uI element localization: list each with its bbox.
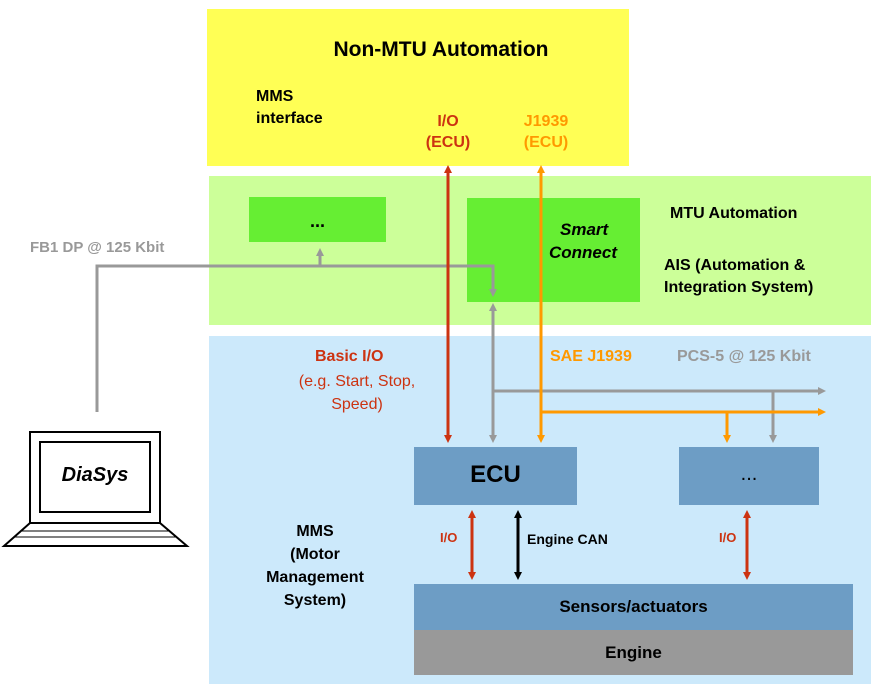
- smart-connect-box: [467, 198, 640, 302]
- mms-label-3: Management: [266, 569, 364, 586]
- engine-box: [414, 630, 853, 675]
- basic-io-sub-2: Speed): [331, 396, 383, 413]
- mms-dots-box: [679, 447, 819, 505]
- io-ecu-label-1: I/O: [437, 113, 459, 130]
- io-ecu-label-2: (ECU): [425, 134, 471, 151]
- sensors-actuators-label: Sensors/actuators: [559, 597, 708, 616]
- mms-label-2: (Motor: [290, 546, 340, 563]
- mms-label-1: MMS: [296, 523, 334, 540]
- sensors-actuators-box: [414, 584, 853, 630]
- mms-interface-label-1: MMS: [256, 88, 294, 105]
- ais-label-1: AIS (Automation &: [664, 257, 806, 274]
- non-mtu-title: Non-MTU Automation: [333, 38, 549, 61]
- sae-j1939-label: SAE J1939: [550, 348, 632, 365]
- smart-connect-label-2: Connect: [549, 243, 617, 262]
- smart-connect-label-1: Smart: [560, 220, 609, 239]
- basic-io-label: Basic I/O: [315, 348, 384, 365]
- io-left-label: I/O: [440, 530, 458, 545]
- diasys-label: DiaSys: [61, 464, 129, 486]
- mtu-automation-title: MTU Automation: [670, 205, 798, 222]
- mtu-dots-label: ...: [309, 211, 325, 231]
- fb1-bus-line: [95, 264, 497, 412]
- mtu-dots-box: [249, 197, 386, 242]
- basic-io-sub-1: (e.g. Start, Stop,: [298, 373, 416, 390]
- ecu-label: ECU: [470, 461, 521, 488]
- engine-label: Engine: [605, 643, 662, 662]
- non-mtu-automation-region: [207, 9, 629, 166]
- fb1-dp-label: FB1 DP @ 125 Kbit: [30, 239, 165, 256]
- io-right-label: I/O: [719, 530, 737, 545]
- j1939-ecu-label-1: J1939: [523, 113, 569, 130]
- laptop-icon: [1, 431, 190, 547]
- mms-interface-label-2: interface: [256, 110, 323, 127]
- ecu-box: [414, 447, 577, 505]
- ais-label-2: Integration System): [664, 279, 814, 296]
- mms-label-4: System): [283, 592, 347, 609]
- engine-can-label: Engine CAN: [527, 531, 608, 547]
- mms-dots-label: ...: [740, 463, 758, 485]
- j1939-ecu-label-2: (ECU): [523, 134, 569, 151]
- pcs5-label: PCS-5 @ 125 Kbit: [677, 348, 811, 365]
